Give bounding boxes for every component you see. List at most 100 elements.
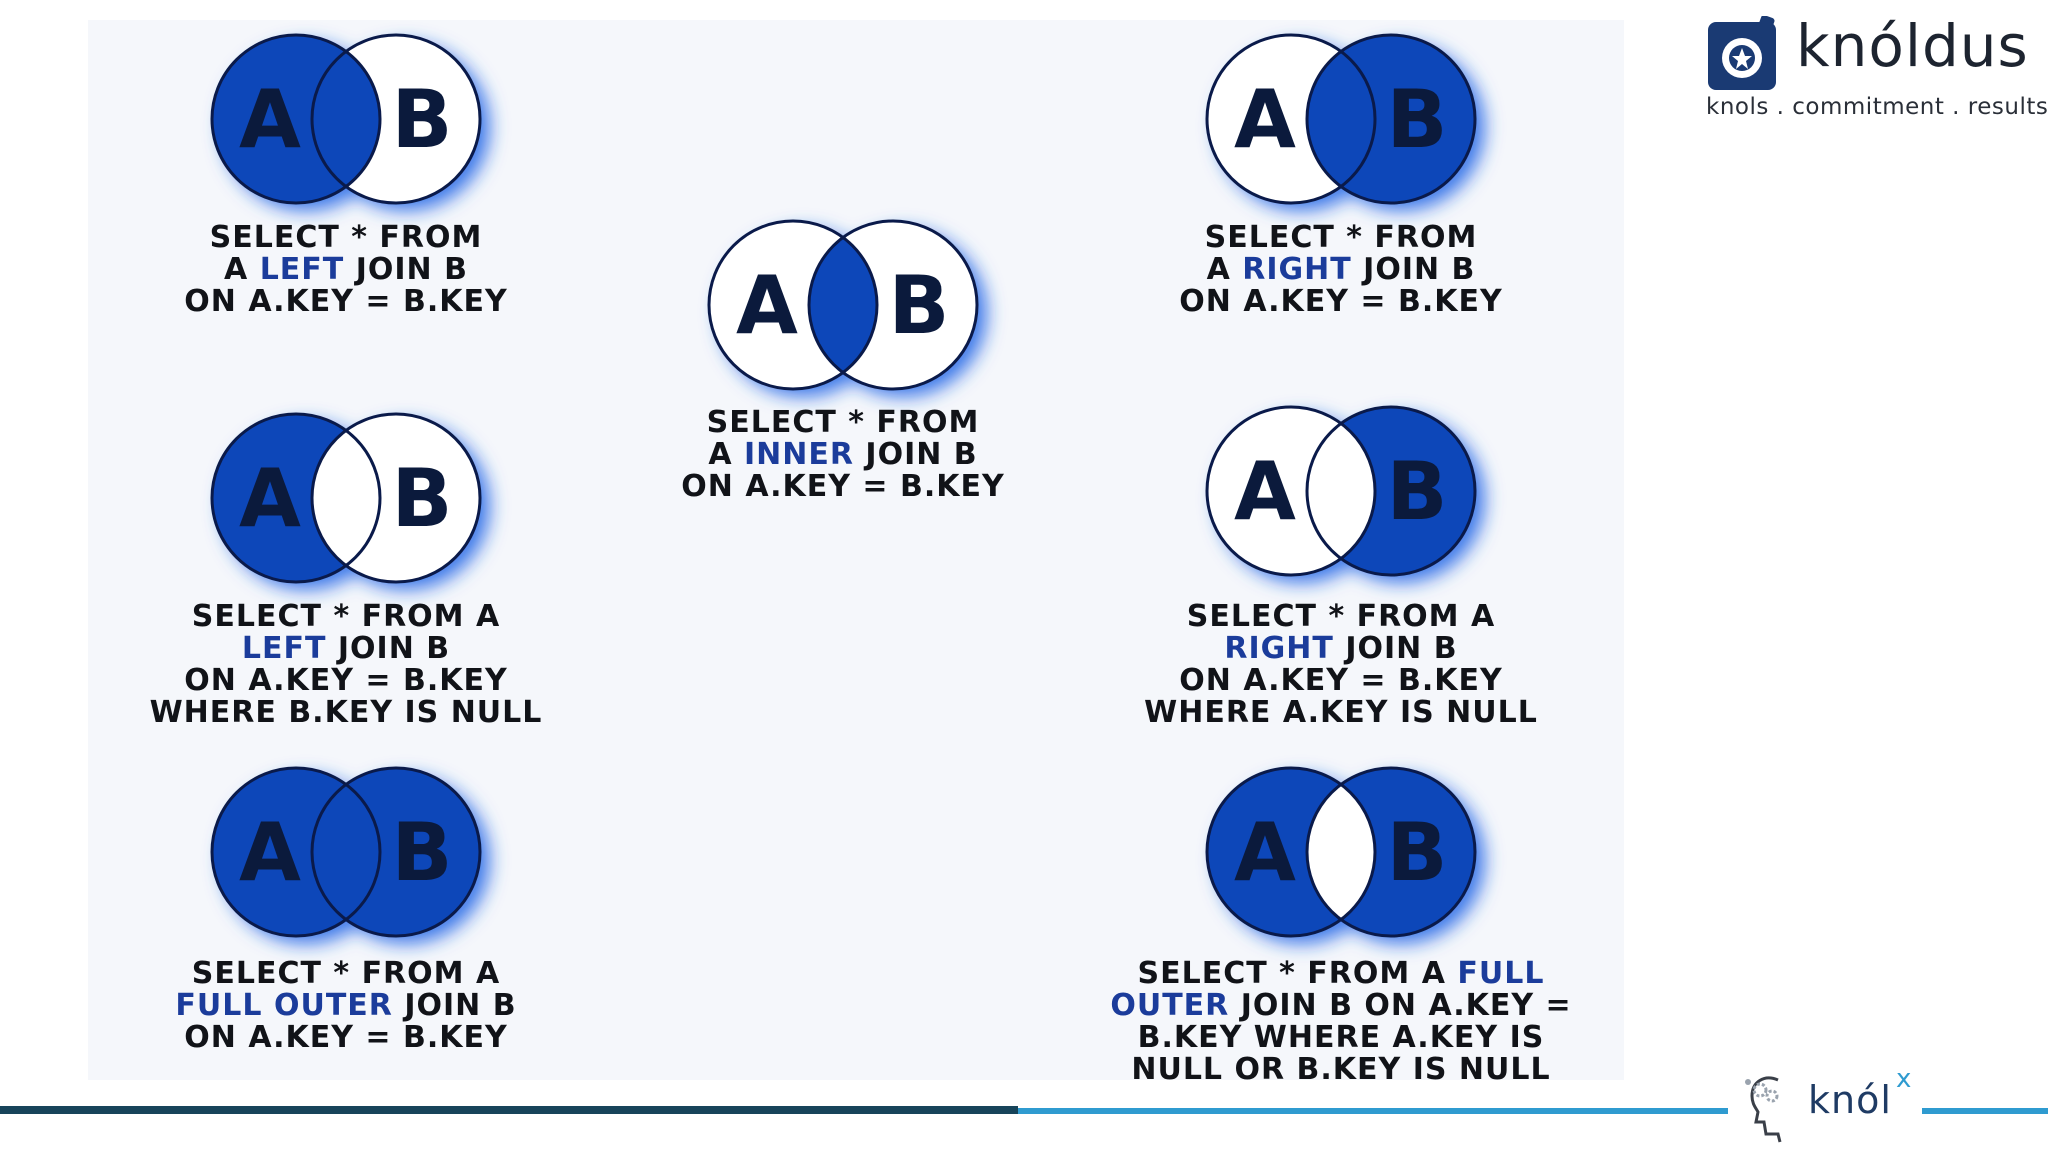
sql-text: JOIN B ON A.KEY =: [1229, 988, 1572, 1023]
circle-a-outline: [210, 33, 382, 205]
region-b-only: [1307, 768, 1475, 936]
sql-text: NULL OR B.KEY IS NULL: [1131, 1052, 1551, 1087]
region-b-only: [1307, 407, 1475, 575]
brand-logo: knóldus knols . commitment . results: [1704, 12, 2048, 126]
circle-a-outline: [1205, 33, 1377, 205]
caption-line: ON A.KEY = B.KEY: [1144, 665, 1538, 697]
caption-line: SELECT * FROM A: [1144, 601, 1538, 633]
knolx-badge: knól x: [1728, 1058, 1922, 1152]
sql-text: ON A.KEY = B.KEY: [184, 663, 508, 698]
sql-text: JOIN B: [1333, 631, 1458, 666]
brand-name: knóldus: [1796, 12, 2029, 80]
circle-a-outline: [210, 766, 382, 938]
region-a-only: [212, 414, 380, 582]
set-label-a: A: [1234, 806, 1296, 899]
circle-a-outline: [210, 412, 382, 584]
region-intersection: [1307, 35, 1375, 203]
footer-bar-right: [1018, 1108, 2048, 1114]
footer-bar-left: [0, 1106, 1018, 1114]
set-label-a: A: [239, 806, 301, 899]
caption-line: A LEFT JOIN B: [184, 254, 507, 286]
sql-text: JOIN B: [326, 631, 451, 666]
circle-a-outline: [707, 219, 879, 391]
sql-text: B.KEY WHERE A.KEY IS: [1137, 1020, 1545, 1055]
sql-text: JOIN B: [1351, 252, 1476, 287]
set-label-b: B: [392, 73, 453, 166]
caption-line: SELECT * FROM A FULL: [1110, 958, 1571, 990]
join-keyword: LEFT: [241, 631, 327, 666]
sql-text: SELECT * FROM: [1204, 220, 1478, 255]
circle-b-outline: [310, 412, 482, 584]
set-label-a: A: [1234, 445, 1296, 538]
caption-line: SELECT * FROM A: [175, 958, 516, 990]
circle-b-outline: [1305, 33, 1477, 205]
sql-text: SELECT * FROM: [706, 405, 980, 440]
set-label-a: A: [239, 452, 301, 545]
caption-line: A INNER JOIN B: [681, 439, 1004, 471]
sql-text: A: [708, 437, 744, 472]
set-label-b: B: [392, 452, 453, 545]
sql-text: ON A.KEY = B.KEY: [1179, 284, 1503, 319]
sql-text: ON A.KEY = B.KEY: [681, 469, 1005, 504]
sql-text: A: [1206, 252, 1243, 287]
circle-b-outline: [1305, 405, 1477, 577]
sql-text: JOIN B: [392, 988, 517, 1023]
join-keyword: LEFT: [259, 252, 345, 287]
set-label-b: B: [889, 259, 950, 352]
caption-line: NULL OR B.KEY IS NULL: [1110, 1054, 1571, 1086]
join-keyword: FULL: [1457, 956, 1545, 991]
circle-b-outline: [807, 219, 979, 391]
caption-line: WHERE B.KEY IS NULL: [150, 697, 543, 729]
set-label-a: A: [1234, 73, 1296, 166]
sql-text: SELECT * FROM A: [191, 956, 501, 991]
caption-line: ON A.KEY = B.KEY: [681, 471, 1004, 503]
knolx-logo-text: knól: [1808, 1078, 1892, 1122]
circle-a-outline: [1205, 766, 1377, 938]
set-label-b: B: [1387, 445, 1448, 538]
caption-line: WHERE A.KEY IS NULL: [1144, 697, 1538, 729]
caption-line: ON A.KEY = B.KEY: [1179, 286, 1502, 318]
caption-line: SELECT * FROM A: [150, 601, 543, 633]
join-keyword: INNER: [743, 437, 854, 472]
caption-line: SELECT * FROM: [1179, 222, 1502, 254]
caption-line: B.KEY WHERE A.KEY IS: [1110, 1022, 1571, 1054]
sql-text: ON A.KEY = B.KEY: [184, 284, 508, 319]
set-label-a: A: [239, 73, 301, 166]
set-label-b: B: [1387, 806, 1448, 899]
circle-b-outline: [310, 766, 482, 938]
join-keyword: FULL OUTER: [175, 988, 393, 1023]
join-keyword: RIGHT: [1242, 252, 1352, 287]
caption-line: LEFT JOIN B: [150, 633, 543, 665]
circle-a-outline: [1205, 405, 1377, 577]
caption-line: OUTER JOIN B ON A.KEY =: [1110, 990, 1571, 1022]
knoldus-logo-icon: [1708, 16, 1776, 90]
circle-b-outline: [310, 33, 482, 205]
caption-line: RIGHT JOIN B: [1144, 633, 1538, 665]
sql-text: SELECT * FROM A: [1137, 956, 1458, 991]
caption-line: ON A.KEY = B.KEY: [184, 286, 507, 318]
sql-text: WHERE B.KEY IS NULL: [149, 695, 543, 730]
region-intersection: [809, 221, 877, 389]
sql-text: SELECT * FROM: [209, 220, 483, 255]
caption-line: FULL OUTER JOIN B: [175, 990, 516, 1022]
circle-b-outline: [1305, 766, 1477, 938]
sql-text: A: [224, 252, 260, 287]
brand-tagline: knols . commitment . results: [1706, 94, 2048, 120]
caption-line: A RIGHT JOIN B: [1179, 254, 1502, 286]
set-label-b: B: [392, 806, 453, 899]
caption-line: ON A.KEY = B.KEY: [150, 665, 543, 697]
